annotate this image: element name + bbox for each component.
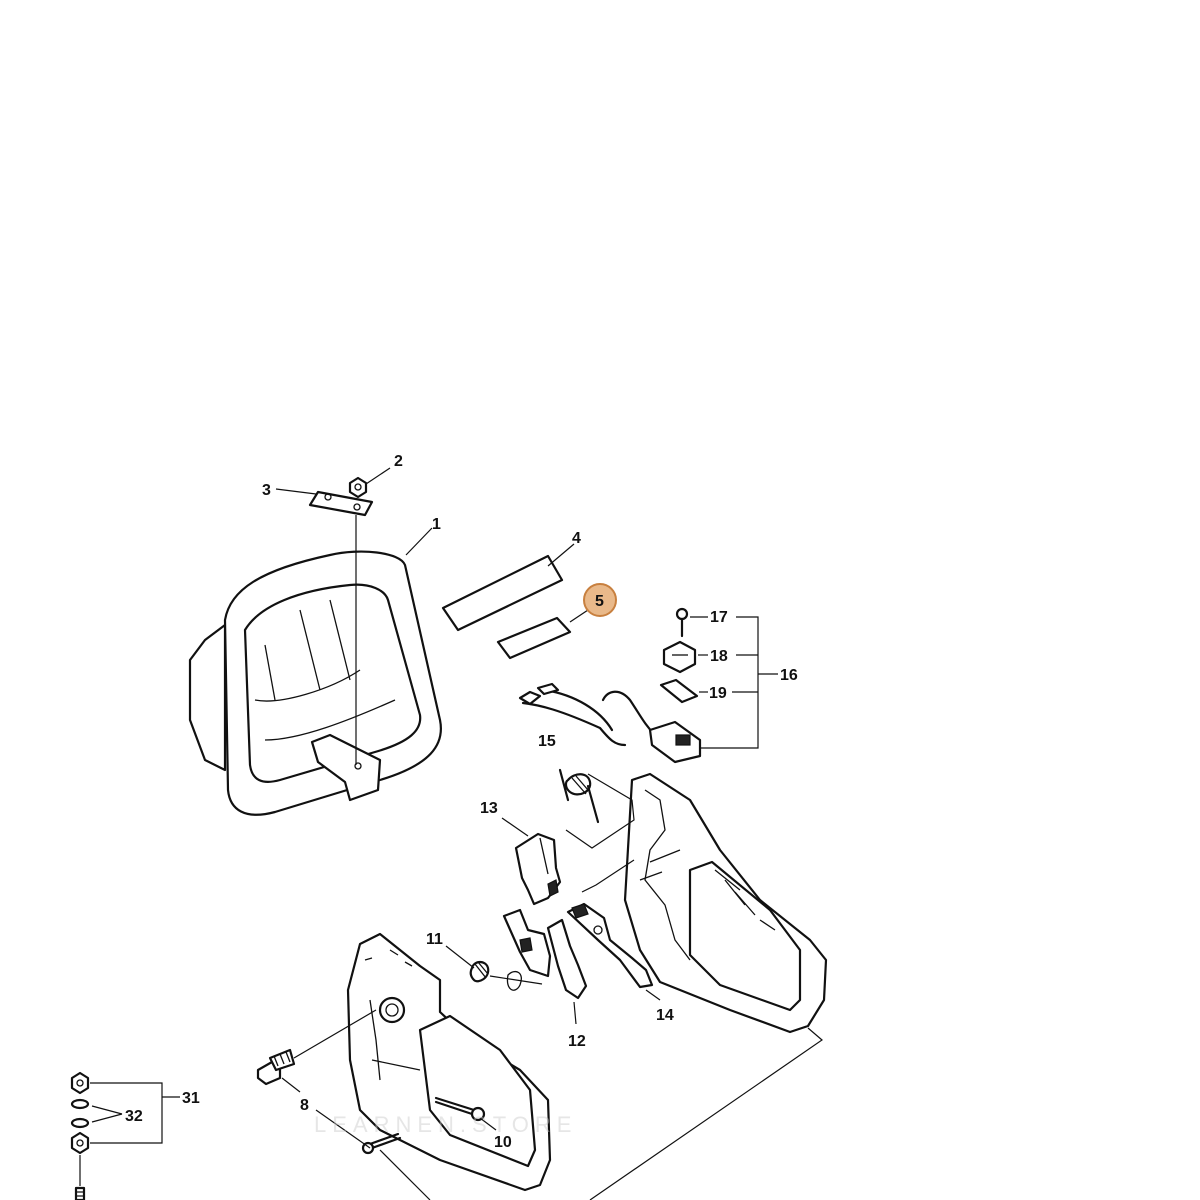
torsion-spring-15 [558, 768, 600, 824]
callout-1: 1 [432, 516, 441, 533]
label-5 [496, 616, 572, 660]
screw-17 [675, 607, 689, 638]
callout-10: 10 [494, 1134, 512, 1151]
spring-11 [469, 960, 490, 983]
fitting-8 [256, 1048, 296, 1086]
callout-2: 2 [394, 453, 403, 470]
front-handle-guard [188, 550, 442, 816]
watermark: LEARNEN.STORE [314, 1112, 577, 1137]
callout-5: 5 [595, 593, 604, 610]
callout-11: 11 [426, 931, 443, 948]
plate-19 [659, 678, 699, 704]
callout-18: 18 [710, 648, 728, 665]
label-4 [441, 554, 564, 632]
callout-12: 12 [568, 1033, 586, 1050]
throttle-trigger-lockout-13 [514, 832, 562, 906]
leader-lines [90, 467, 823, 1200]
callout-8: 8 [300, 1097, 309, 1114]
switch-cable [518, 682, 702, 764]
callout-3: 3 [262, 482, 271, 499]
rear-handle-housing [623, 772, 828, 1034]
callout-14: 14 [656, 1007, 674, 1024]
callout-19: 19 [709, 685, 727, 702]
trigger-12 [502, 908, 588, 1000]
callout-labels: 1 2 3 4 5 8 10 11 12 13 14 15 16 17 18 1… [125, 453, 798, 1151]
callout-13: 13 [480, 800, 498, 817]
hex-nut-2 [348, 476, 368, 499]
callout-16: 16 [780, 667, 798, 684]
callout-17: 17 [710, 609, 728, 626]
screw-10 [434, 1096, 486, 1122]
handle-housing-shell [346, 932, 552, 1192]
callout-5-highlight [583, 583, 617, 617]
callout-31: 31 [182, 1090, 200, 1107]
callout-15: 15 [538, 733, 556, 750]
nut-block-18 [662, 640, 697, 674]
handle-plate [308, 490, 374, 517]
callout-32: 32 [125, 1108, 143, 1125]
callout-4: 4 [572, 530, 581, 547]
throttle-trigger-14 [566, 902, 654, 989]
nut-stack-31 [70, 1071, 90, 1200]
